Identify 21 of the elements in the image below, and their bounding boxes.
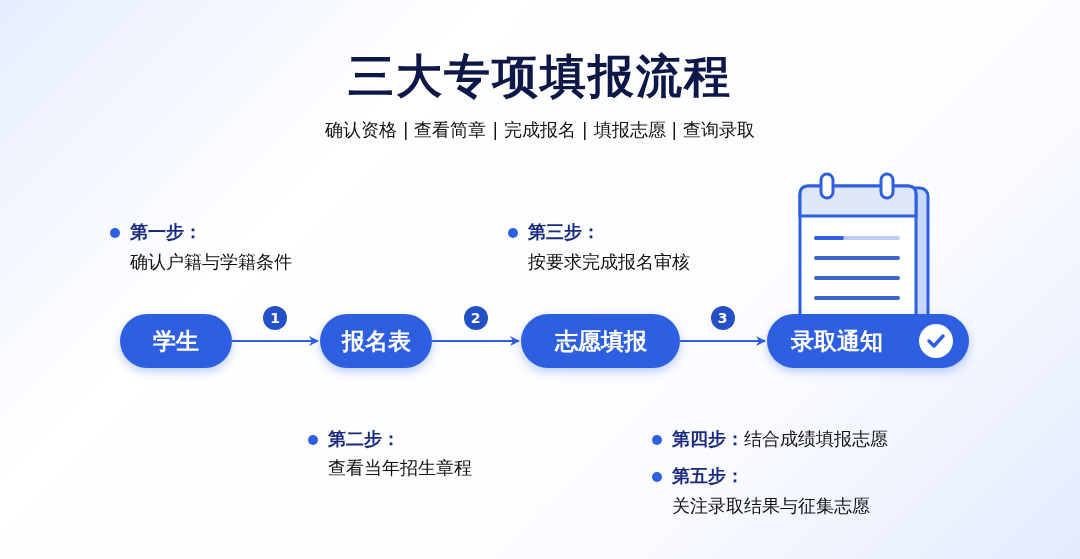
step-text: 查看当年招生章程 (328, 456, 472, 480)
step-text: 第四步：结合成绩填报志愿 (672, 427, 888, 451)
step-heading: 第二步： (328, 427, 400, 451)
process-pill: 学生 (120, 314, 232, 368)
arrow (431, 336, 520, 346)
step-heading: 第一步： (130, 220, 202, 244)
step-heading: 第三步： (528, 220, 600, 244)
process-pill: 报名表 (320, 314, 432, 368)
arrow (679, 336, 766, 346)
step-heading: 第五步： (672, 464, 744, 488)
step-text: 关注录取结果与征集志愿 (672, 494, 870, 518)
step-number-badge: 2 (463, 306, 488, 330)
process-pill: 录取通知 (767, 314, 969, 368)
process-pill: 志愿填报 (521, 314, 680, 368)
arrow (231, 336, 319, 346)
step-text: 按要求完成报名审核 (528, 250, 690, 274)
step-number-badge: 3 (710, 306, 735, 330)
subtitle: 确认资格 | 查看简章 | 完成报名 | 填报志愿 | 查询录取 (324, 118, 756, 142)
step-number-badge: 1 (263, 306, 287, 330)
title: 三大专项填报流程 (347, 48, 733, 105)
step-text: 确认户籍与学籍条件 (130, 250, 292, 274)
